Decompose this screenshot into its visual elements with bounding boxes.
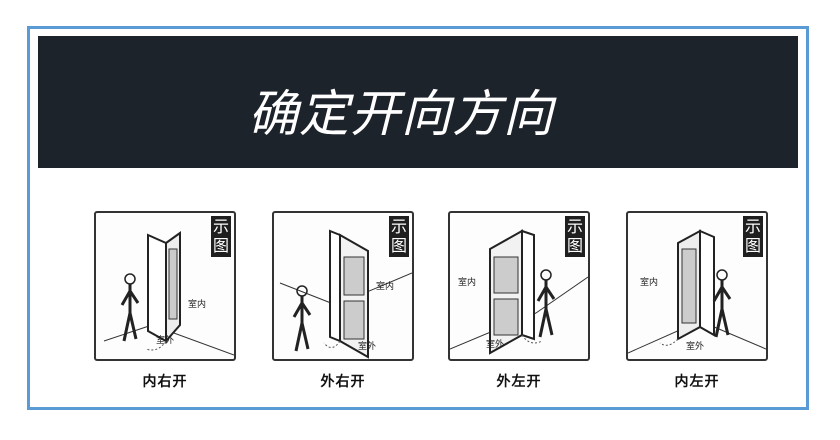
title-banner: 确定开向方向	[38, 36, 798, 168]
door-diagram-inner-right	[103, 231, 234, 356]
diagram-badge: 示图	[389, 216, 409, 257]
door-diagram-inner-left	[628, 229, 766, 354]
indoor-label: 室内	[376, 282, 395, 292]
page-title: 确定开向方向	[248, 85, 554, 143]
caption-inner-left: 内左开	[674, 374, 720, 390]
indoor-label: 室内	[458, 278, 477, 288]
indoor-label: 室内	[640, 278, 659, 288]
caption-outer-left: 外左开	[496, 374, 542, 390]
outdoor-label: 室外	[686, 342, 705, 352]
door-panel-outer-right: 示图 室内 室外	[272, 211, 414, 361]
caption-inner-right: 内右开	[142, 374, 188, 390]
door-diagram-outer-left	[450, 229, 588, 355]
diagram-badge: 示图	[743, 216, 763, 257]
door-panel-outer-left: 示图 室内 室外	[448, 211, 590, 361]
outdoor-label: 室外	[358, 342, 377, 352]
door-panel-inner-right: 示图 室内 室外	[94, 211, 236, 361]
outdoor-label: 室外	[156, 336, 175, 346]
indoor-label: 室内	[188, 300, 207, 310]
image-frame: 确定开向方向 示图 室内 室外 内右开	[27, 26, 809, 410]
diagram-badge: 示图	[211, 216, 231, 257]
door-diagram-outer-right	[279, 229, 412, 359]
outdoor-label: 室外	[486, 340, 505, 350]
diagram-badge: 示图	[565, 216, 585, 257]
caption-outer-right: 外右开	[320, 374, 366, 390]
door-panel-inner-left: 示图 室内 室外	[626, 211, 768, 361]
